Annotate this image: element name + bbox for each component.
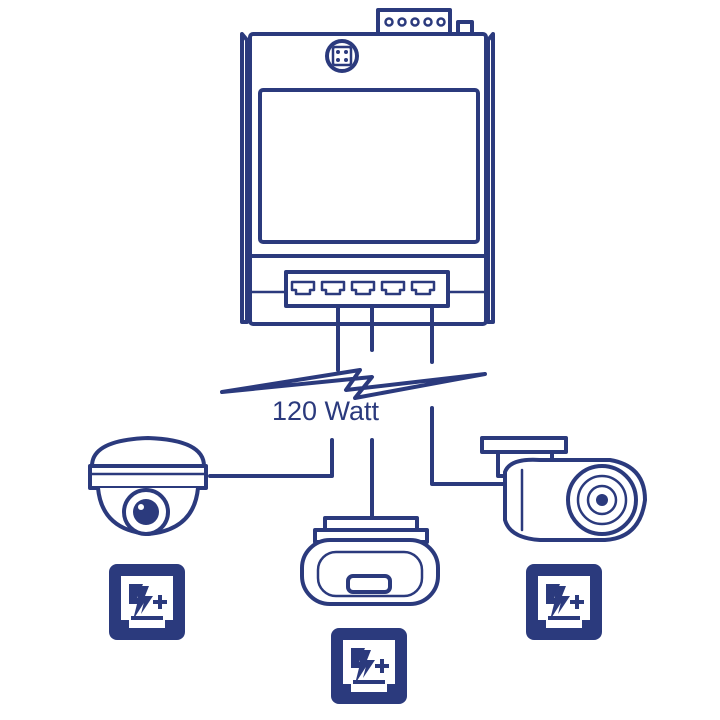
turret-camera-icon — [300, 516, 440, 606]
poe-plus-badge-icon — [331, 628, 407, 704]
poe-plus-badge-icon — [109, 564, 185, 640]
network-cables — [208, 304, 507, 522]
lightning-bolt-icon — [220, 368, 487, 400]
dome-camera-icon — [88, 436, 208, 536]
poe-plus-badge-icon — [526, 564, 602, 640]
bullet-camera-icon — [480, 436, 647, 542]
poe-switch-icon — [240, 8, 495, 326]
power-label: 120 Watt — [272, 396, 380, 426]
